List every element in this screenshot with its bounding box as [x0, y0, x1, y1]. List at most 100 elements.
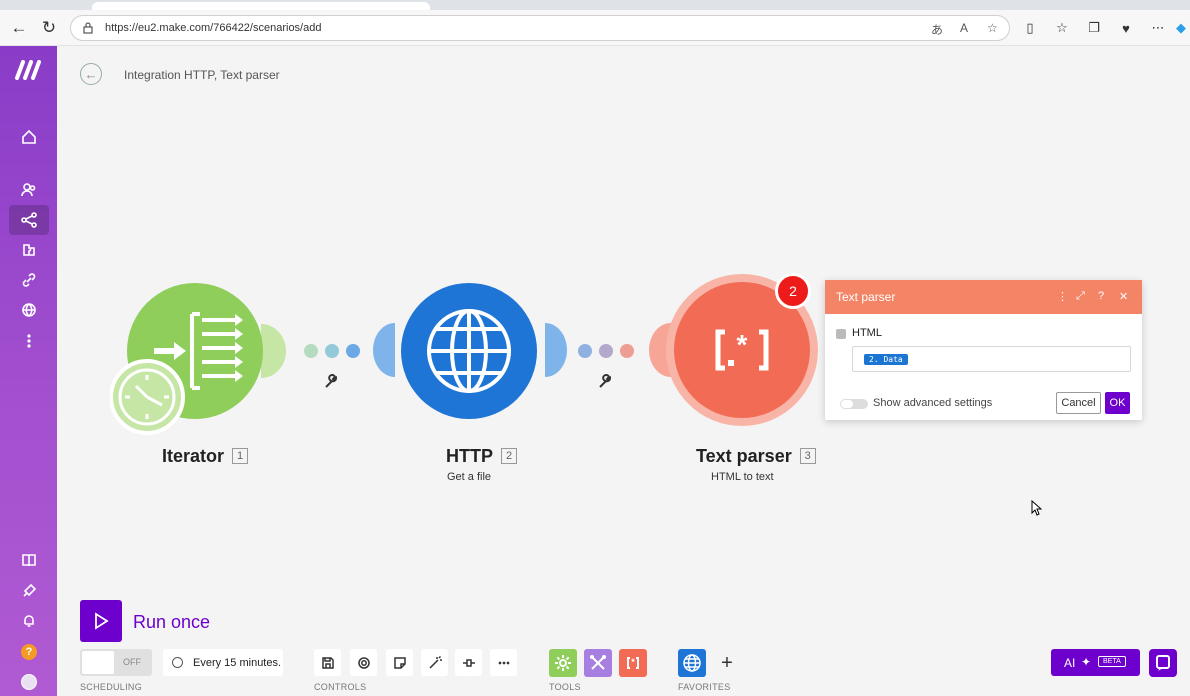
- run-once-button[interactable]: [80, 600, 122, 642]
- tools-section-label: TOOLS: [549, 682, 581, 692]
- module-name: HTTP: [446, 446, 493, 466]
- http-favorite-button[interactable]: [678, 649, 706, 677]
- more-icon[interactable]: [9, 326, 49, 356]
- favorite-star-icon[interactable]: ☆: [987, 21, 998, 35]
- flow-icon: [462, 658, 475, 667]
- arrow-left-icon: ←: [84, 66, 98, 82]
- module-number: 3: [799, 448, 816, 464]
- mapped-value-pill[interactable]: 2. Data: [864, 354, 908, 365]
- sidebar: ?: [0, 46, 57, 696]
- home-icon[interactable]: [9, 122, 49, 152]
- make-logo-icon[interactable]: [14, 58, 44, 82]
- module-name: Text parser: [696, 446, 792, 466]
- note-icon: [393, 656, 406, 669]
- chat-help-icon: [1156, 655, 1170, 671]
- flow-control-tool-button[interactable]: [549, 649, 577, 677]
- svg-text:*: *: [737, 329, 748, 360]
- address-bar[interactable]: https://eu2.make.com/766422/scenarios/ad…: [70, 15, 1010, 41]
- close-icon[interactable]: ✕: [1119, 291, 1129, 303]
- scenario-title[interactable]: Integration HTTP, Text parser: [124, 68, 280, 82]
- http-module[interactable]: [370, 282, 570, 422]
- help-icon[interactable]: ?: [9, 637, 49, 667]
- lock-icon: [83, 22, 93, 34]
- auto-align-button[interactable]: [421, 649, 448, 676]
- split-screen-icon[interactable]: ▯: [1026, 20, 1034, 35]
- module-number: 2: [501, 448, 517, 464]
- whats-new-icon[interactable]: [9, 576, 49, 606]
- docs-icon[interactable]: [9, 545, 49, 575]
- operations-count-badge[interactable]: 2: [775, 273, 811, 309]
- scenario-settings-button[interactable]: [350, 649, 377, 676]
- copilot-icon[interactable]: ◆: [1176, 20, 1186, 35]
- browser-tab-strip: [0, 0, 1190, 10]
- wrench-icon[interactable]: [324, 374, 339, 389]
- advanced-settings-label: Show advanced settings: [873, 397, 993, 409]
- more-controls-button[interactable]: [490, 649, 517, 676]
- collections-icon[interactable]: ❐: [1088, 20, 1100, 35]
- gear-icon: [555, 655, 571, 671]
- favorites-section-label: FAVORITES: [678, 682, 731, 692]
- globe-icon: [683, 654, 701, 672]
- connector-dot: [346, 344, 360, 358]
- back-button[interactable]: ←: [80, 63, 102, 85]
- ok-button[interactable]: OK: [1105, 392, 1130, 414]
- text-parser-tool-button[interactable]: *: [619, 649, 647, 677]
- text-parser-module[interactable]: *: [645, 270, 830, 435]
- ai-assistant-button[interactable]: AI ✦ BETA: [1051, 649, 1140, 676]
- connector-dot: [325, 344, 339, 358]
- support-button[interactable]: [1149, 649, 1177, 677]
- schedule-interval-button[interactable]: Every 15 minutes.: [163, 649, 283, 676]
- html-field-input[interactable]: 2. Data: [852, 346, 1131, 372]
- add-favorite-button[interactable]: +: [713, 649, 741, 677]
- connections-icon[interactable]: [9, 265, 49, 295]
- notifications-icon[interactable]: [9, 606, 49, 636]
- plus-icon: +: [721, 651, 733, 674]
- expand-icon[interactable]: ⤢: [1076, 290, 1085, 302]
- connector-dot: [620, 344, 634, 358]
- help-question-icon[interactable]: ?: [1098, 290, 1105, 302]
- field-label: HTML: [852, 327, 882, 339]
- module-label: HTTP 2: [446, 446, 517, 467]
- back-arrow-icon[interactable]: ←: [10, 18, 28, 37]
- scheduling-toggle[interactable]: OFF: [80, 649, 152, 676]
- module-subtitle: Get a file: [447, 471, 492, 483]
- kebab-menu-icon[interactable]: ⋮: [1057, 291, 1068, 303]
- team-icon[interactable]: [9, 175, 49, 205]
- browser-tab-active[interactable]: [92, 2, 430, 10]
- save-button[interactable]: [314, 649, 341, 676]
- extensions-icon[interactable]: ♥: [1122, 20, 1130, 36]
- iterator-module[interactable]: [110, 282, 295, 437]
- reload-icon[interactable]: ↻: [41, 18, 57, 37]
- run-once-label[interactable]: Run once: [133, 612, 211, 632]
- explain-flow-button[interactable]: [455, 649, 482, 676]
- clock-icon: [172, 657, 183, 668]
- wrench-icon[interactable]: [598, 374, 613, 389]
- save-icon: [321, 656, 334, 669]
- svg-text:*: *: [631, 657, 635, 667]
- profile-icon[interactable]: [9, 667, 49, 696]
- field-collapse-checkbox[interactable]: [836, 329, 846, 339]
- read-aloud-icon[interactable]: A: [960, 21, 969, 35]
- controls-section-label: CONTROLS: [314, 682, 367, 692]
- scenarios-icon[interactable]: [9, 205, 49, 235]
- favorites-list-icon[interactable]: ☆: [1056, 20, 1068, 35]
- browser-menu-icon[interactable]: ⋯: [1151, 20, 1165, 35]
- mouse-cursor-icon: [1031, 500, 1042, 516]
- url-text: https://eu2.make.com/766422/scenarios/ad…: [105, 22, 322, 34]
- advanced-settings-toggle[interactable]: [840, 399, 868, 409]
- scheduling-section-label: SCHEDULING: [80, 682, 143, 692]
- connector-dot: [599, 344, 613, 358]
- translate-icon[interactable]: あ: [931, 23, 944, 37]
- apps-icon[interactable]: [9, 235, 49, 265]
- panel-header: Text parser ⋮ ⤢ ? ✕: [825, 280, 1142, 314]
- tools-button[interactable]: [584, 649, 612, 677]
- module-settings-panel: Text parser ⋮ ⤢ ? ✕ HTML 2. Data Show ad…: [825, 280, 1142, 420]
- browser-toolbar: ← ↻ https://eu2.make.com/766422/scenario…: [0, 10, 1190, 46]
- notes-button[interactable]: [386, 649, 413, 676]
- cancel-button[interactable]: Cancel: [1056, 392, 1101, 414]
- module-name: Iterator: [162, 446, 225, 466]
- toggle-state: OFF: [123, 657, 141, 667]
- sparkle-icon: ✦: [1081, 655, 1092, 669]
- webhooks-icon[interactable]: [9, 295, 49, 325]
- connector-dot: [304, 344, 318, 358]
